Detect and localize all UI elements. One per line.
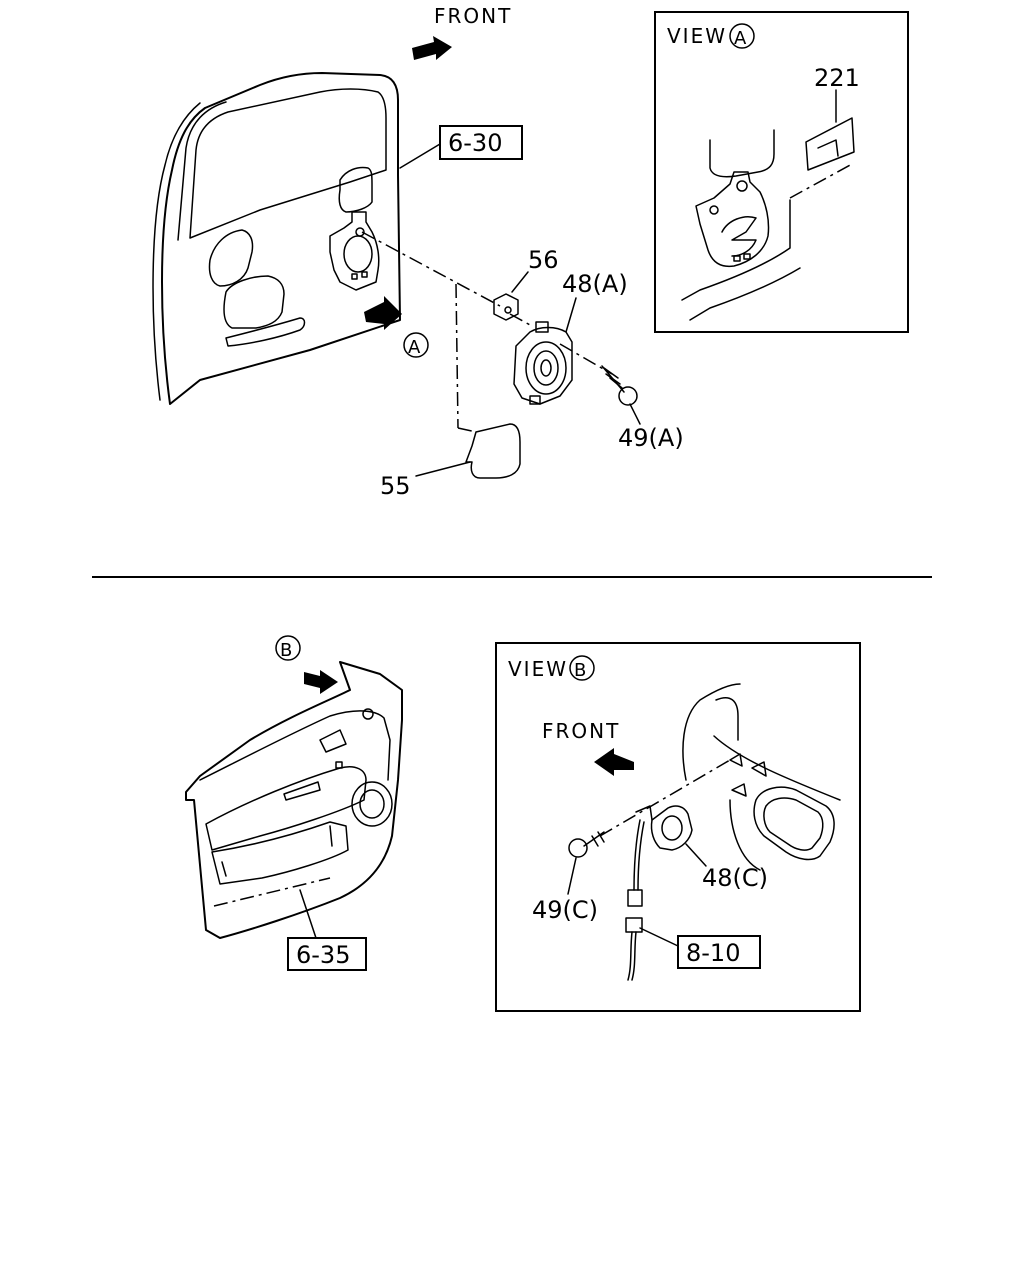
leader-48a [565,297,577,333]
part-49a-label: 49(A) [618,424,684,452]
view-b-circle-label: B [574,660,586,681]
front-arrow-top-icon [412,36,452,60]
assembly-line-cover [455,283,459,429]
view-a-title: VIEW [667,24,727,48]
ref-box-6-30 [439,125,523,160]
wire-harness [625,819,645,981]
part-56-clip [493,293,519,321]
ref-8-10-label: 8-10 [686,939,740,967]
part-49c-label: 49(C) [532,896,598,924]
view-a-circle-label: A [734,28,747,49]
circle-a-marker [403,332,429,358]
assembly-line-speaker [361,231,501,307]
ref-box-8-10 [677,935,761,969]
part-55-cover [465,423,521,479]
part-56-label: 56 [528,246,559,274]
leader-49a [629,403,641,425]
circle-b-label: B [280,640,292,661]
leader-6-30 [399,143,441,169]
leader-49c [567,857,577,895]
leader-6-35 [299,889,317,939]
front-label-top: FRONT [434,4,512,28]
front-door-shell [152,72,401,405]
view-a-arrow-icon [364,296,402,330]
view-a-circle [729,23,755,49]
view-a-detail [681,129,853,321]
part-221-label: 221 [814,64,860,92]
part-221-label-plate [805,117,855,171]
part-48a-speaker [513,321,573,405]
part-55-label: 55 [380,472,411,500]
view-a-box [654,11,909,333]
part-49a-screw [601,365,638,406]
leader-55 [415,461,471,477]
part-48a-label: 48(A) [562,270,628,298]
view-b-title: VIEW [508,657,568,681]
leader-56 [511,271,529,293]
leader-8-10 [639,927,679,947]
part-48c-label: 48(C) [702,864,768,892]
view-b-arrow-icon [304,670,338,694]
ref-6-35-label: 6-35 [296,941,350,969]
circle-a-label: A [408,337,421,358]
circle-b-marker [275,635,301,661]
assembly-line-screw [559,343,613,375]
front-label-view-b: FRONT [542,719,620,743]
front-arrow-view-b-icon [594,748,634,776]
part-49c-screw [568,831,605,858]
door-trim-panel [185,661,403,939]
part-48c-speaker [635,805,693,851]
view-b-circle [569,655,595,681]
leader-48c [685,843,707,867]
assembly-line-cover-2 [457,427,477,433]
ref-6-30-label: 6-30 [448,129,502,157]
ref-box-6-35 [287,937,367,971]
view-b-detail [599,683,841,871]
